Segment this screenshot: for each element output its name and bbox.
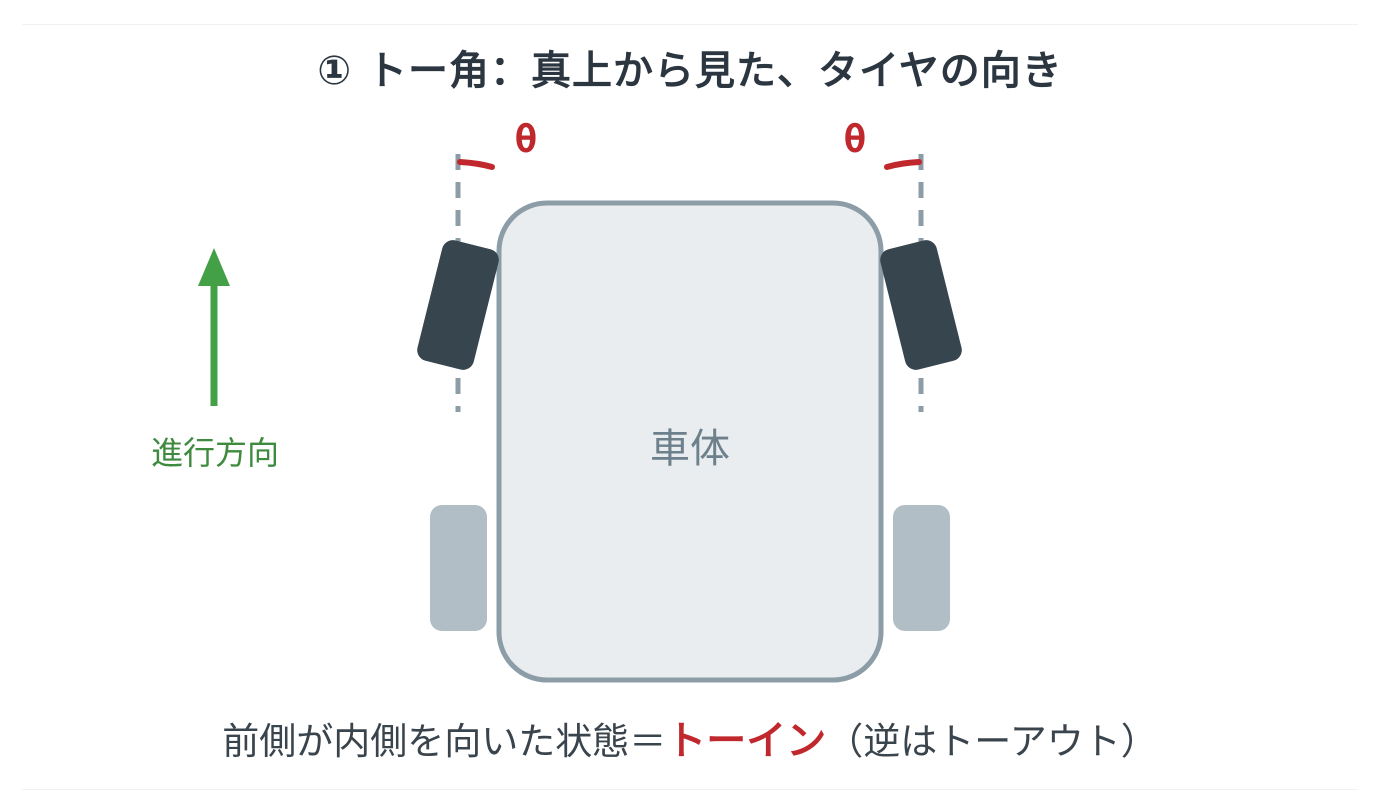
right-angle-arc: [884, 159, 922, 170]
left-angle-label: θ: [515, 117, 538, 161]
caption: 前側が内側を向いた状態＝トーイン（逆はトーアウト）: [0, 708, 1380, 766]
car-body: [496, 200, 884, 683]
diagram-title: ① トー角：真上から見た、タイヤの向き: [317, 48, 1063, 94]
rear-left-tire: [430, 505, 487, 631]
right-angle-label: θ: [844, 117, 867, 161]
caption-highlight: トーイン: [666, 718, 827, 764]
caption-prefix: 前側が内側を向いた状態＝: [222, 720, 667, 763]
direction-label: 進行方向: [150, 434, 279, 472]
front-right-tire: [880, 240, 962, 370]
caption-suffix: （逆はトーアウト）: [826, 720, 1158, 763]
car-body-label: 車体: [650, 426, 730, 472]
diagram-frame: [22, 24, 1358, 790]
front-left-tire: [417, 240, 499, 370]
arrow-up-icon: [198, 248, 230, 406]
left-angle-arc: [457, 159, 495, 170]
rear-right-tire: [893, 505, 950, 631]
direction-arrow-head: [198, 248, 230, 286]
